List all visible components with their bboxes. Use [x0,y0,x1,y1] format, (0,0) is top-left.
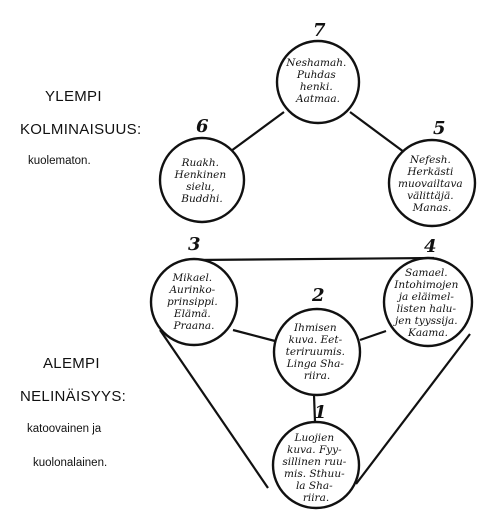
node-1-text: Luojien kuva. Fyy- sillinen ruu- mis. St… [282,432,349,504]
line-2-1 [312,394,317,423]
node-2-circle [272,307,362,397]
node-3-number: 3 [188,234,201,255]
node-5-text: Nefesh. Herkästi muovailtava välittäjä. … [398,154,466,214]
node-7-text: Neshamah. Puhdas henki. Aatmaa. [285,57,349,105]
lower-title-line1: ALEMPI [43,355,100,372]
line-4-1 [355,333,471,485]
line-3-2 [232,328,276,343]
node-6-number: 6 [196,116,209,137]
node-3-text: Mikael. Aurinko- prinsippi. Elämä. Praan… [167,272,221,332]
node-1: 1 Luojien kuva. Fyy- sillinen ruu- mis. … [271,402,361,510]
node-6: 6 Ruakh. Henkinen sielu, Buddhi. [158,116,246,224]
upper-subtitle: kuolematon. [28,155,91,167]
lower-subtitle-line2: kuolonalainen. [33,457,108,469]
node-7: 7 Neshamah. Puhdas henki. Aatmaa. [275,20,361,125]
node-2: 2 Ihmisen kuva. Eet- teriruumis. Linga S… [272,285,362,397]
node-4-text: Samael. Intohimojen ja eläimel- listen h… [393,267,462,339]
node-4-circle [382,256,474,348]
node-7-number: 7 [313,20,326,41]
node-2-number: 2 [311,285,325,306]
line-2-4 [359,329,387,342]
node-5-number: 5 [433,118,446,139]
node-3: 3 Mikael. Aurinko- prinsippi. Elämä. Pra… [149,234,239,347]
node-5: 5 Nefesh. Herkästi muovailtava välittäjä… [387,118,477,228]
node-4: 4 Samael. Intohimojen ja eläimel- listen… [382,236,474,348]
line-3-4 [195,256,435,262]
node-2-text: Ihmisen kuva. Eet- teriruumis. Linga Sha… [286,322,349,382]
node-6-circle [158,136,246,224]
node-5-circle [387,138,477,228]
node-7-circle [275,39,361,125]
line-3-1 [159,329,269,489]
upper-title-line1: YLEMPI [45,88,102,105]
node-3-circle [149,257,239,347]
lower-subtitle-line1: katoovainen ja [27,423,102,435]
line-7-6 [230,111,285,152]
line-7-5 [349,111,405,153]
lower-title-line2: NELINÄISYYS: [20,388,127,405]
connectors [159,111,471,489]
node-1-circle [271,420,361,510]
node-4-number: 4 [424,236,437,257]
node-1-number: 1 [314,402,327,423]
node-6-text: Ruakh. Henkinen sielu, Buddhi. [174,157,230,205]
upper-title-line2: KOLMINAISUUS: [20,121,142,138]
